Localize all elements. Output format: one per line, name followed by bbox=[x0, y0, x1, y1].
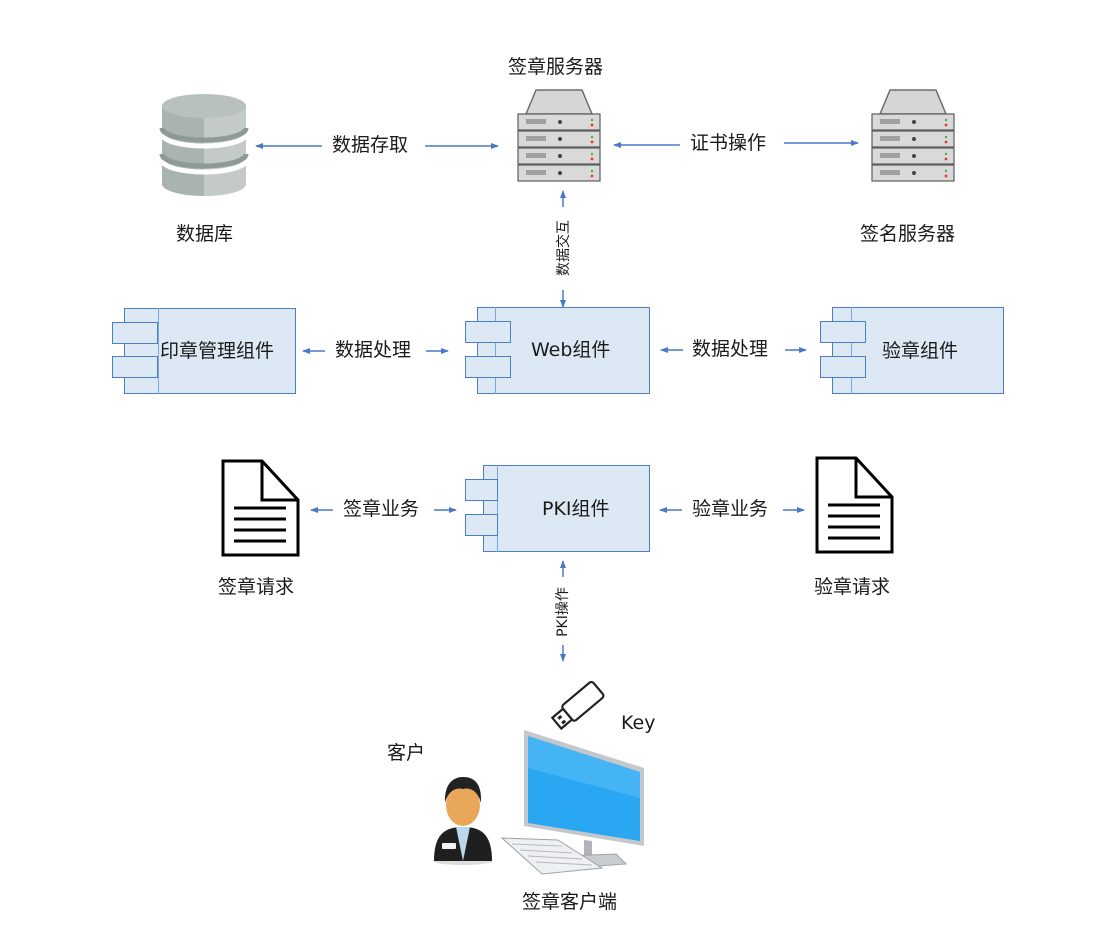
pki-component[interactable]: PKI组件 bbox=[465, 465, 650, 552]
web-component[interactable]: Web组件 bbox=[465, 307, 650, 394]
seal-mgmt-label: 印章管理组件 bbox=[160, 340, 275, 362]
customer-label: 客户 bbox=[387, 742, 426, 764]
verify-request-label: 验章请求 bbox=[814, 576, 891, 598]
verify-request-document-icon bbox=[814, 455, 896, 555]
edge-label-pki-client: PKI操作 bbox=[555, 587, 571, 637]
sign-server-icon bbox=[866, 88, 960, 186]
edge-label-web-verify: 数据处理 bbox=[692, 338, 769, 360]
edge-label-server-web: 数据交互 bbox=[556, 220, 572, 276]
edge-label-pki-vreq: 验章业务 bbox=[692, 498, 769, 520]
verify-label: 验章组件 bbox=[882, 340, 959, 362]
pki-label: PKI组件 bbox=[542, 498, 610, 520]
key-label: Key bbox=[621, 712, 656, 734]
verify-component[interactable]: 验章组件 bbox=[820, 307, 1004, 394]
seal-mgmt-component[interactable]: 印章管理组件 bbox=[112, 308, 296, 394]
edge-label-server-sign: 证书操作 bbox=[690, 132, 767, 154]
edge-label-mgmt-web: 数据处理 bbox=[335, 339, 412, 361]
edge-label-db-server: 数据存取 bbox=[332, 134, 409, 156]
edge-label-req-pki: 签章业务 bbox=[343, 498, 420, 520]
web-label: Web组件 bbox=[531, 339, 611, 361]
seal-request-document-icon bbox=[220, 458, 302, 558]
computer-icon bbox=[498, 728, 648, 878]
database-label: 数据库 bbox=[176, 223, 234, 245]
seal-server-label: 签章服务器 bbox=[508, 56, 604, 78]
user-icon bbox=[430, 775, 496, 865]
client-label: 签章客户端 bbox=[522, 891, 618, 913]
sign-server-label: 签名服务器 bbox=[860, 223, 956, 245]
seal-request-label: 签章请求 bbox=[218, 576, 295, 598]
database-icon bbox=[159, 90, 249, 200]
usb-key-icon bbox=[548, 680, 608, 736]
seal-server-icon bbox=[512, 88, 606, 186]
